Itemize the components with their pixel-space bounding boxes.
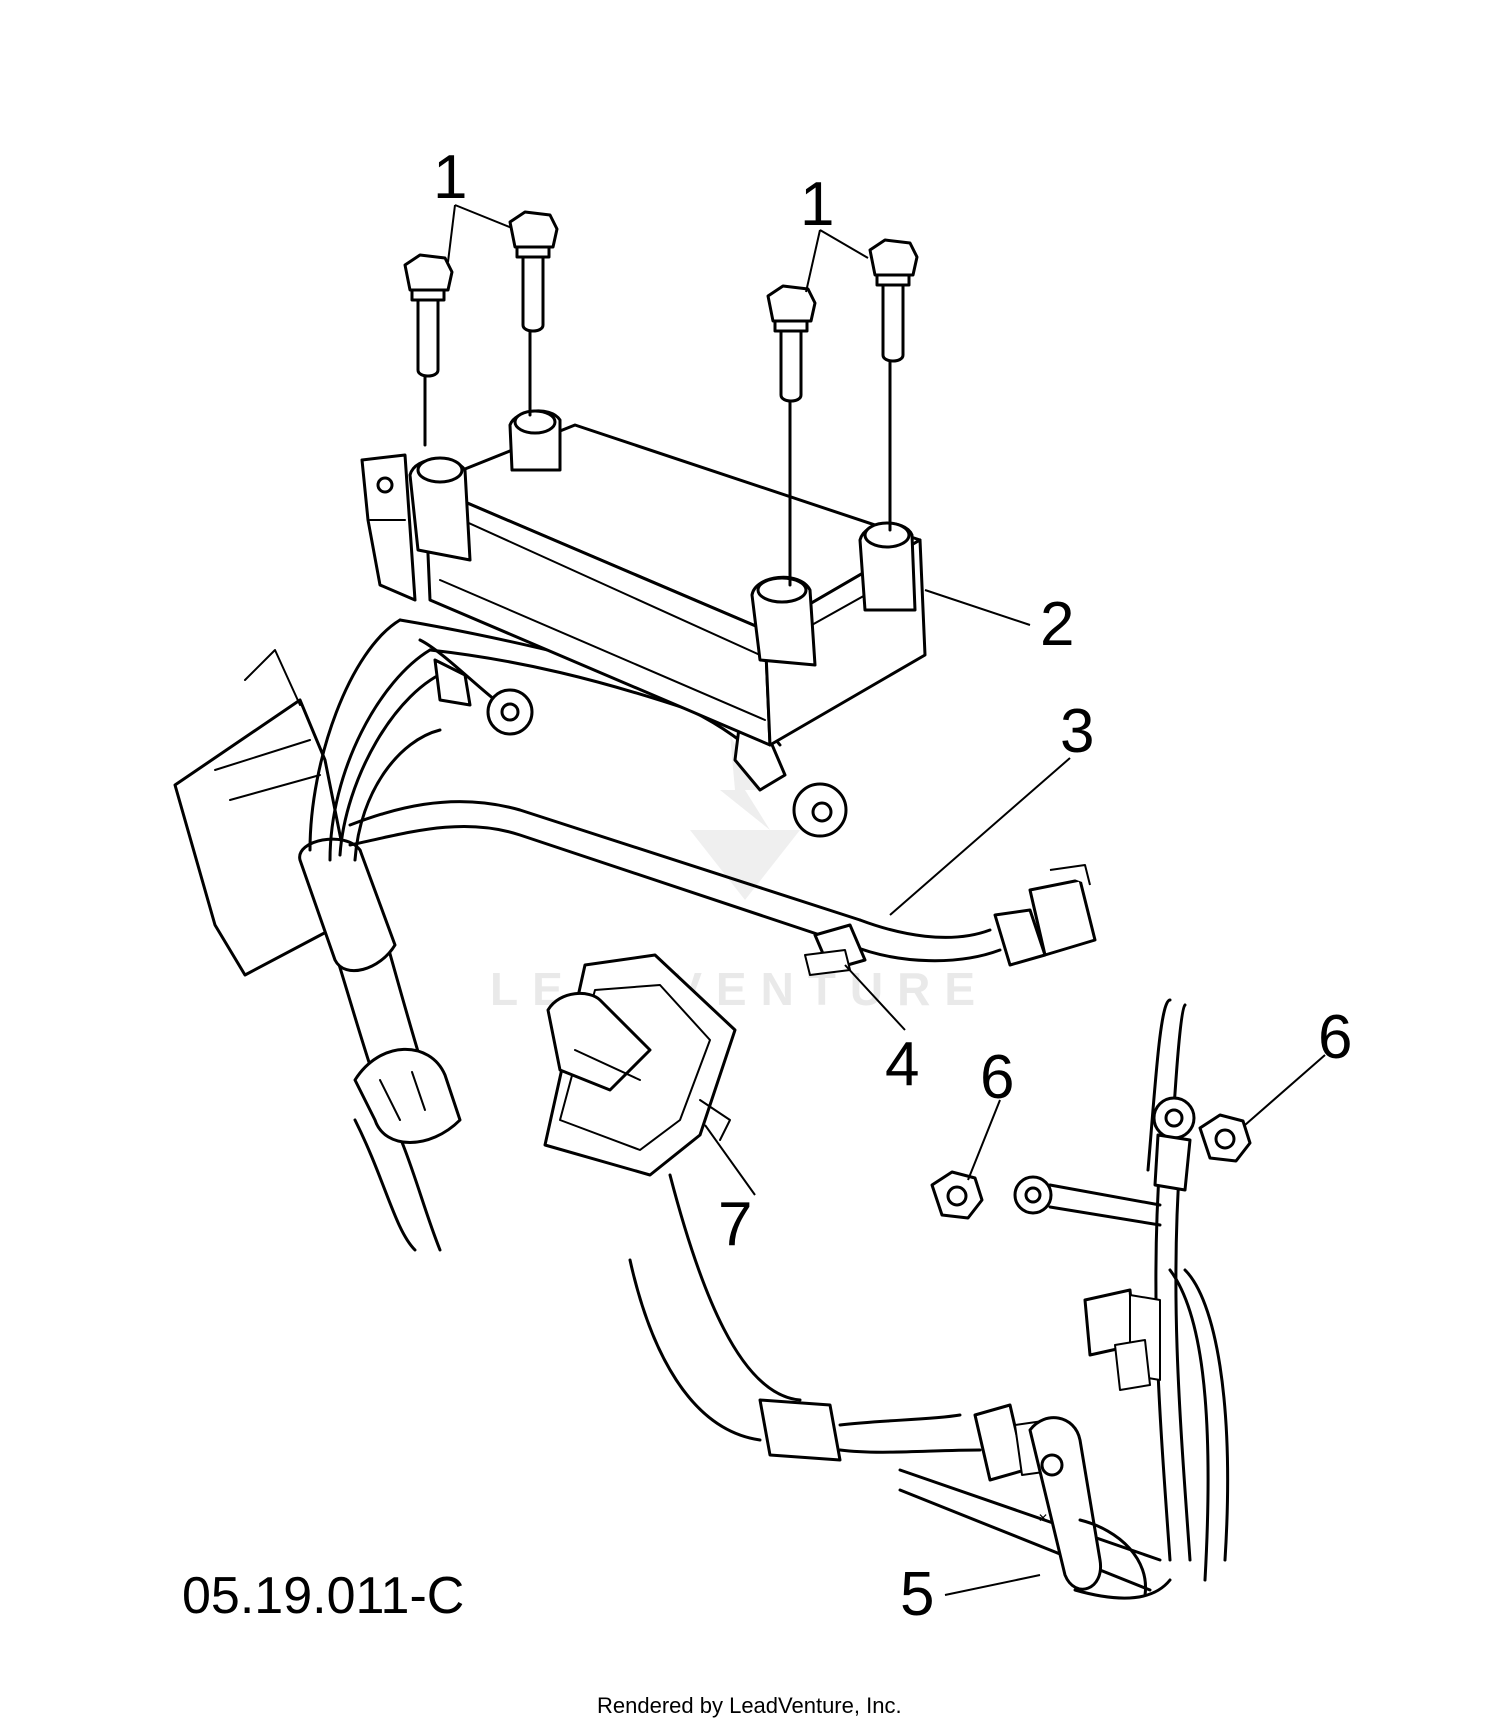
callout-6-right: 6 [1318,1003,1352,1072]
leader-lines [447,204,1326,1596]
callout-5: 5 [900,1560,934,1629]
callout-2: 2 [1040,590,1074,659]
callout-labels: 1 1 2 3 4 5 6 6 7 [433,143,1352,1629]
controller-module [360,409,927,747]
callout-7: 7 [718,1190,752,1259]
callout-1-left: 1 [433,143,467,212]
figure-code: 05.19.011-C [182,1567,464,1625]
callout-3: 3 [1060,697,1094,766]
bracket [543,953,737,1177]
callout-4: 4 [885,1030,919,1099]
render-credit: Rendered by LeadVenture, Inc. [597,1693,902,1718]
nuts [930,1113,1252,1220]
lower-harness: ✕ [353,998,1230,1600]
callout-1-right: 1 [800,170,834,239]
bolts [403,210,919,587]
svg-text:✕: ✕ [1038,1511,1048,1525]
watermark: LEADVENTURE [490,735,975,1015]
callout-6-left: 6 [980,1043,1014,1112]
